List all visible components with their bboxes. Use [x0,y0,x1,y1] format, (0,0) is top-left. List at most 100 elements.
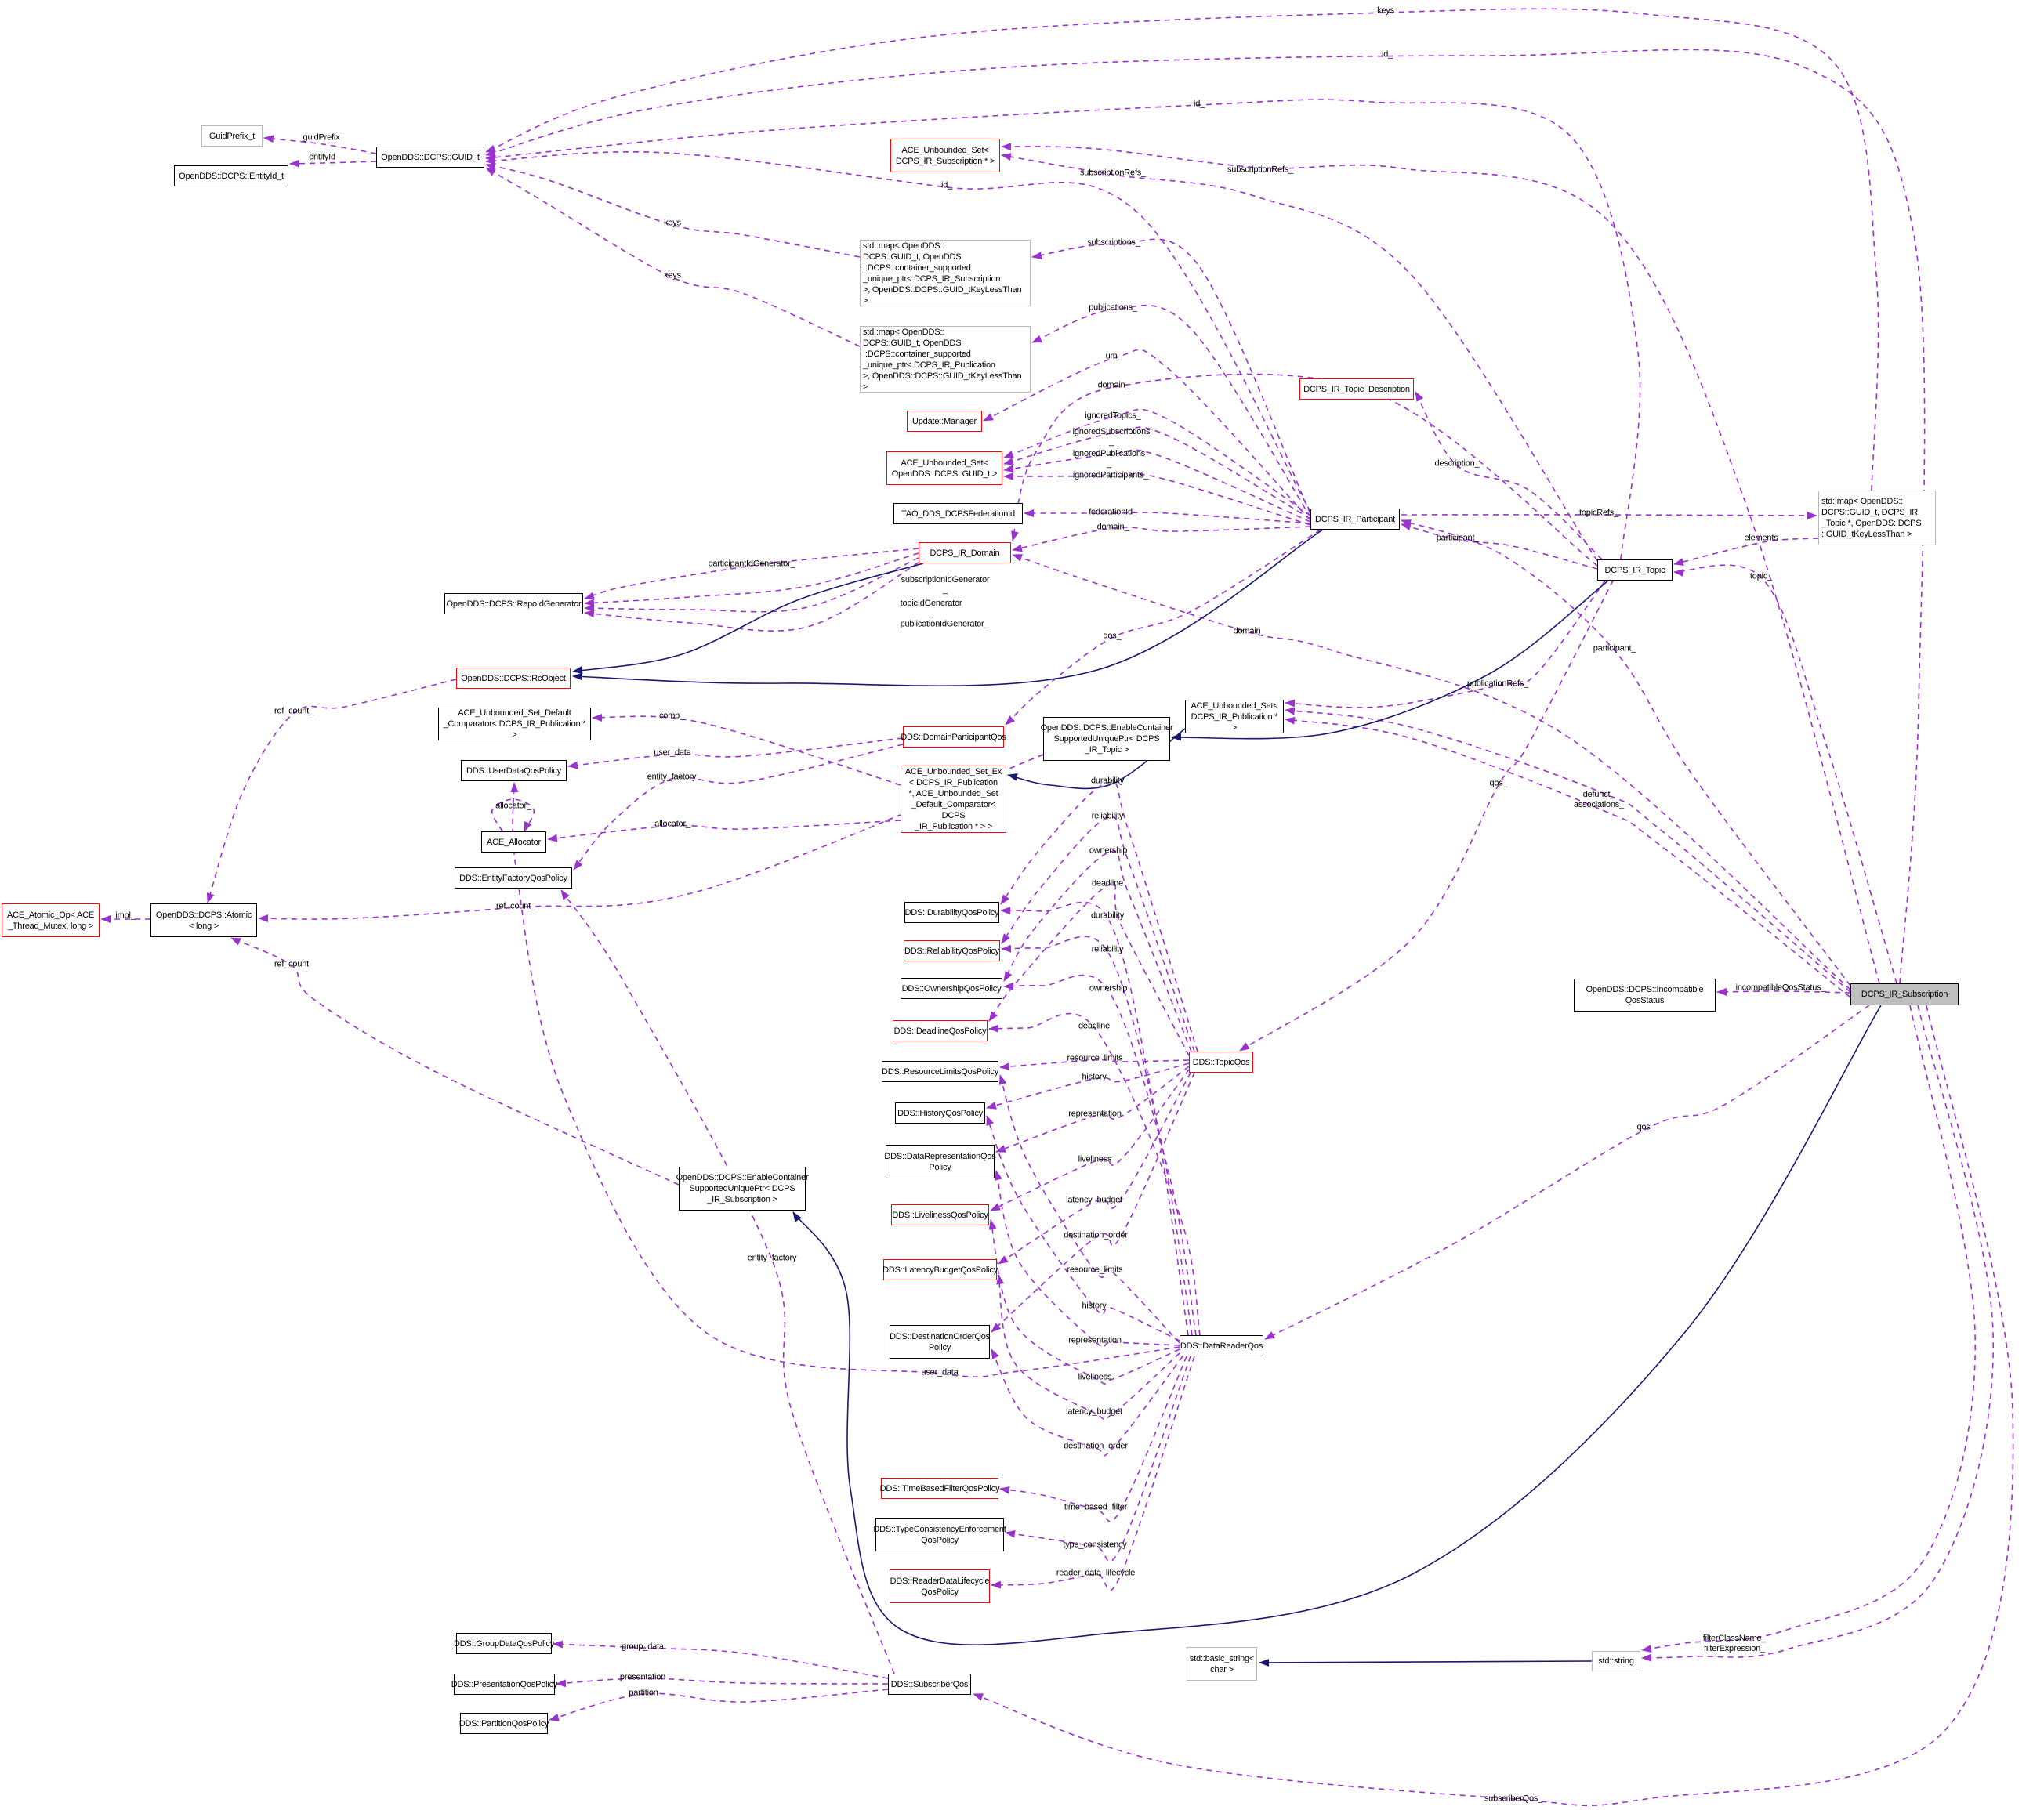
node-set-pub[interactable]: ACE_Unbounded_Set< DCPS_IR_Publication *… [1185,700,1284,733]
node-ir-topic-description[interactable]: DCPS_IR_Topic_Description [1299,378,1414,400]
node-update-manager[interactable]: Update::Manager [907,411,982,432]
edge-drqos-typeconsistency [1005,1356,1191,1562]
edge-subscription-incompatibleqos [1716,987,1851,996]
edge-drqos-reliability [1001,936,1193,1336]
node-set-sub[interactable]: ACE_Unbounded_Set< DCPS_IR_Subscription … [890,139,1000,172]
node-ir-participant[interactable]: DCPS_IR_Participant [1310,509,1400,530]
edge-subqos-entityfactory [560,889,895,1674]
node-ir-subscription[interactable]: DCPS_IR_Subscription [1850,983,1959,1005]
edge-guid-to-entityid [289,159,377,168]
edge-topicqos-reliability [1001,816,1195,1052]
node-latencybudget-qos[interactable]: DDS::LatencyBudgetQosPolicy [882,1259,998,1280]
node-partition-qos[interactable]: DDS::PartitionQosPolicy [459,1713,549,1734]
edge-topicqos-resourcelimits [999,1059,1190,1071]
edge-topicqos-durability [1000,781,1198,1052]
node-set-comparator[interactable]: ACE_Unbounded_Set_Default _Comparator< D… [438,708,591,740]
node-entityfactory-qos[interactable]: DDS::EntityFactoryQosPolicy [455,867,572,889]
edge-drqos-history [986,1115,1180,1341]
node-reliability-qos[interactable]: DDS::ReliabilityQosPolicy [904,940,1000,961]
node-guid-t[interactable]: OpenDDS::DCPS::GUID_t [376,147,484,168]
node-liveliness-qos[interactable]: DDS::LivelinessQosPolicy [891,1204,989,1225]
edge-drqos-userdata [510,782,1180,1377]
edge-subscription-subscriptionrefs [1001,143,1880,984]
node-map-topic[interactable]: std::map< OpenDDS:: DCPS::GUID_t, DCPS_I… [1818,491,1936,545]
node-ir-topic[interactable]: DCPS_IR_Topic [1597,559,1673,581]
edge-topicqos-deadline [988,882,1190,1056]
edge-allocator-selfloop [491,798,535,832]
edge-setex-comp [592,713,901,786]
node-destinationorder-qos[interactable]: DDS::DestinationOrderQos Policy [890,1325,990,1359]
node-ace-allocator[interactable]: ACE_Allocator [481,831,546,853]
node-history-qos[interactable]: DDS::HistoryQosPolicy [895,1102,985,1124]
edge-participant-domain [1012,526,1311,552]
edge-domain-topicidgen [584,557,919,613]
node-datareader-qos[interactable]: DDS::DataReaderQos [1180,1335,1263,1356]
edge-topic-description [1415,391,1603,560]
edge-drqos-destinationorder [991,1348,1183,1457]
edge-drqos-representation [995,1170,1180,1348]
edge-mappub-keys-to-guid [485,167,861,347]
edge-participant-inherits-rcobject [572,529,1324,687]
node-ace-atomic-op[interactable]: ACE_Atomic_Op< ACE _Thread_Mutex, long > [2,903,100,937]
node-enable-container-topic[interactable]: OpenDDS::DCPS::EnableContainer Supported… [1041,717,1173,761]
node-guidprefix-t[interactable]: GuidPrefix_t [201,125,263,147]
edge-participant-ignoredpublications [1003,449,1311,523]
edge-participant-ignoredsubscriptions [1003,426,1311,519]
node-durability-qos[interactable]: DDS::DurabilityQosPolicy [904,902,999,923]
edge-subscription-filterclassname [1641,1005,1977,1653]
node-readerdatalifecycle-qos[interactable]: DDS::ReaderDataLifecycle QosPolicy [890,1569,990,1603]
edge-topicqos-representation [995,1066,1190,1153]
node-groupdata-qos[interactable]: DDS::GroupDataQosPolicy [454,1633,554,1654]
edge-dpqos-entityfactory [573,744,904,871]
edge-subscription-inherits-enablecontainer [792,1005,1882,1645]
edge-enablesub-refcount [230,937,680,1186]
node-map-pub[interactable]: std::map< OpenDDS:: DCPS::GUID_t, OpenDD… [860,326,1031,393]
node-rcobject[interactable]: OpenDDS::DCPS::RcObject [456,668,571,689]
edge-subscription-filterexpression [1641,1005,1995,1662]
edge-drqos-resourcelimits [998,1074,1180,1344]
node-enable-container-sub[interactable]: OpenDDS::DCPS::EnableContainer Supported… [676,1167,809,1211]
edge-topic-domain [1011,373,1598,567]
edge-mapsub-keys-to-guid [485,163,861,258]
edge-subscription-domain [1012,554,1851,990]
node-domainparticipant-qos[interactable]: DDS::DomainParticipantQos [901,726,1006,748]
node-resourcelimits-qos[interactable]: DDS::ResourceLimitsQosPolicy [882,1061,998,1082]
node-typeconsistency-qos[interactable]: DDS::TypeConsistencyEnforcement QosPolic… [873,1518,1006,1551]
node-timebasedfilter-qos[interactable]: DDS::TimeBasedFilterQosPolicy [880,1478,1000,1499]
node-deadline-qos[interactable]: DDS::DeadlineQosPolicy [893,1020,988,1041]
edge-subscription-qos [1264,1005,1870,1340]
node-presentation-qos[interactable]: DDS::PresentationQosPolicy [451,1674,557,1695]
node-map-sub[interactable]: std::map< OpenDDS:: DCPS::GUID_t, OpenDD… [860,240,1031,306]
node-atomic-long[interactable]: OpenDDS::DCPS::Atomic < long > [150,903,257,937]
node-federation-id[interactable]: TAO_DDS_DCPSFederationId [893,503,1023,524]
node-set-ex[interactable]: ACE_Unbounded_Set_Ex < DCPS_IR_Publicati… [901,766,1006,833]
edge-topicqos-latencybudget [998,1072,1191,1265]
node-basic-string[interactable]: std::basic_string< char > [1187,1647,1257,1681]
edge-topic-qos [1239,580,1614,1052]
edge-subscription-participant [1401,519,1851,986]
edge-participant-qos [1005,529,1321,726]
edge-drqos-liveliness [988,1219,1180,1385]
node-ir-domain[interactable]: DCPS_IR_Domain [919,542,1011,563]
edge-rcobject-refcount [206,679,457,903]
node-topic-qos[interactable]: DDS::TopicQos [1189,1052,1253,1073]
edge-topicqos-liveliness [990,1069,1190,1211]
node-guid-set[interactable]: ACE_Unbounded_Set< OpenDDS::DCPS::GUID_t… [886,451,1002,485]
node-subscriber-qos[interactable]: DDS::SubscriberQos [888,1674,971,1695]
node-ownership-qos[interactable]: DDS::OwnershipQosPolicy [901,978,1002,999]
node-datarepresentation-qos[interactable]: DDS::DataRepresentationQos Policy [884,1145,996,1178]
edge-guid-to-guidprefix [263,135,377,154]
node-entityid-t[interactable]: OpenDDS::DCPS::EntityId_t [174,165,288,186]
edge-topic-subscriptionrefs [1001,153,1598,562]
node-incompatibleqos-status[interactable]: OpenDDS::DCPS::Incompatible QosStatus [1574,979,1716,1012]
edge-subscription-topic [1673,564,1897,984]
edge-subscription-associations [1285,716,1851,998]
node-std-string[interactable]: std::string [1592,1651,1640,1671]
node-userdata-qos[interactable]: DDS::UserDataQosPolicy [461,760,567,781]
node-repoid-generator[interactable]: OpenDDS::DCPS::RepoIdGenerator [444,593,583,614]
edge-domain-inherits-rcobject [572,563,924,675]
edge-subscription-defunct [1285,707,1851,993]
edge-string-inherits-basicstring [1259,1658,1593,1667]
